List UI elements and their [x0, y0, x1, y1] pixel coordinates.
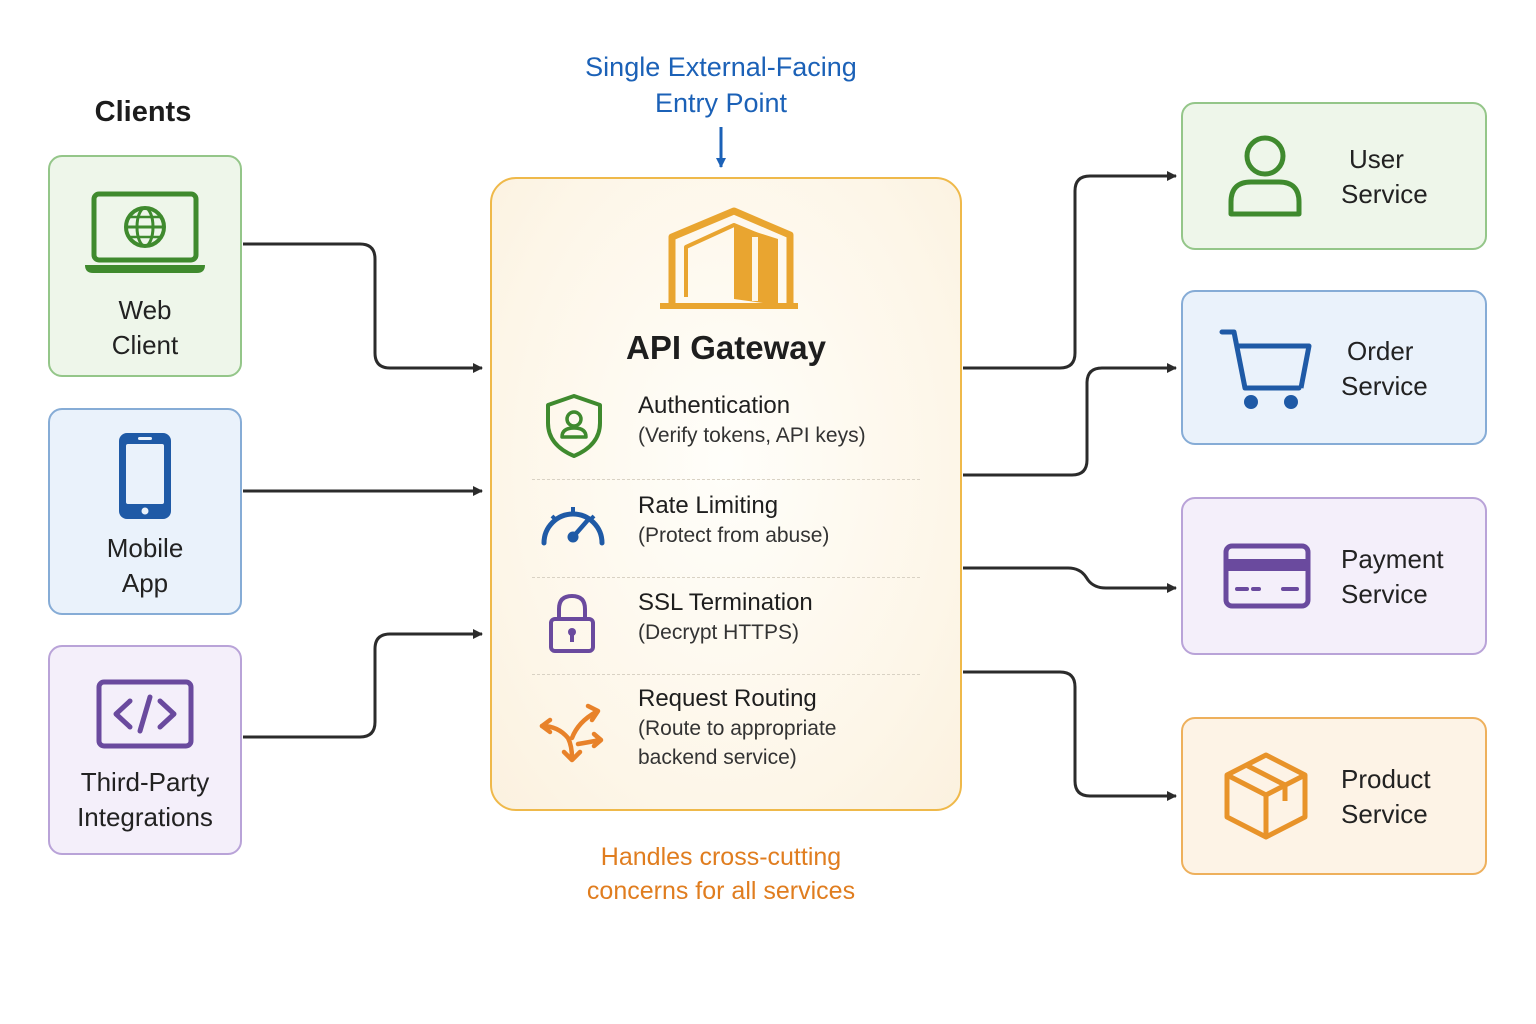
- connector-thirdparty-to-gateway: [243, 629, 483, 739]
- feature-title: Authentication: [638, 392, 791, 419]
- padlock-icon: [548, 592, 596, 659]
- product-service-card[interactable]: Product Service: [1181, 717, 1487, 875]
- payment-service-label: Payment Service: [1341, 544, 1444, 609]
- code-brackets-icon: [96, 679, 194, 754]
- user-service-label: User Service: [1341, 144, 1428, 209]
- mobile-phone-icon: [116, 430, 174, 527]
- connector-web-to-gateway: [243, 242, 483, 373]
- feature-title: SSL Termination: [638, 589, 813, 616]
- feature-divider: [532, 479, 920, 480]
- payment-service-card[interactable]: Payment Service: [1181, 497, 1487, 655]
- gateway-title: API Gateway: [626, 329, 826, 366]
- feature-authentication: Authentication (Verify tokens, API keys): [530, 391, 922, 461]
- package-box-icon: [1223, 751, 1309, 846]
- feature-desc: (Verify tokens, API keys): [638, 424, 866, 447]
- laptop-globe-icon: [84, 189, 206, 280]
- feature-title: Rate Limiting: [638, 492, 779, 519]
- feature-desc: (Decrypt HTTPS): [638, 621, 800, 644]
- entry-point-caption: Single External-Facing Entry Point: [585, 52, 857, 118]
- cross-cutting-caption: Handles cross-cutting concerns for all s…: [586, 843, 856, 905]
- feature-title: Request Routing: [638, 685, 817, 712]
- third-party-label: Third-Party Integrations: [77, 767, 213, 832]
- connector-gateway-to-product: [963, 670, 1177, 801]
- feature-desc: backend service): [638, 746, 797, 769]
- web-client-label: Web Client: [111, 295, 179, 360]
- feature-divider: [532, 674, 920, 675]
- web-client-card[interactable]: Web Client: [48, 155, 242, 377]
- user-icon: [1227, 134, 1303, 223]
- feature-desc: (Protect from abuse): [638, 524, 830, 547]
- connector-gateway-to-user: [963, 171, 1177, 370]
- shield-user-icon: [544, 393, 604, 464]
- feature-request-routing: Request Routing (Route to appropriate ba…: [530, 684, 922, 784]
- user-service-card[interactable]: User Service: [1181, 102, 1487, 250]
- order-service-card[interactable]: Order Service: [1181, 290, 1487, 445]
- third-party-card[interactable]: Third-Party Integrations: [48, 645, 242, 855]
- connector-gateway-to-payment: [963, 566, 1177, 593]
- order-service-label: Order Service: [1341, 336, 1428, 401]
- feature-desc: (Route to appropriate: [638, 717, 837, 740]
- api-gateway-box[interactable]: API Gateway Authentication (Verify token…: [490, 177, 962, 811]
- feature-divider: [532, 577, 920, 578]
- mobile-app-label: Mobile App: [106, 533, 184, 598]
- mobile-app-card[interactable]: Mobile App: [48, 408, 242, 615]
- clients-heading: Clients: [94, 96, 192, 128]
- feature-rate-limiting: Rate Limiting (Protect from abuse): [530, 491, 922, 561]
- product-service-label: Product Service: [1341, 764, 1431, 829]
- speedometer-icon: [538, 499, 608, 552]
- gateway-building-icon: [658, 207, 800, 316]
- credit-card-icon: [1223, 543, 1311, 614]
- routing-arrows-icon: [538, 698, 606, 769]
- connector-gateway-to-order: [963, 363, 1177, 477]
- shopping-cart-icon: [1219, 328, 1313, 417]
- feature-ssl-termination: SSL Termination (Decrypt HTTPS): [530, 588, 922, 658]
